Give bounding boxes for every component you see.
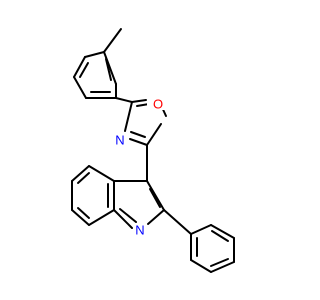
double-bond-inner	[211, 230, 229, 242]
bond	[84, 51, 105, 58]
double-bond-inner	[210, 258, 229, 267]
bond	[210, 224, 235, 239]
bond	[124, 101, 133, 132]
bond	[129, 138, 148, 146]
double-bond-inner	[119, 208, 137, 223]
bond	[103, 51, 117, 85]
bond	[71, 165, 90, 182]
bond	[88, 165, 115, 182]
bond	[147, 209, 165, 225]
bond	[146, 180, 165, 211]
phenyl-ring	[190, 224, 235, 273]
label-mask	[133, 223, 147, 237]
bond	[190, 259, 212, 273]
label-mask	[147, 97, 165, 110]
double-bond-inner	[79, 62, 89, 78]
methyl-bond	[103, 28, 122, 53]
oxadiazole-ring	[124, 99, 167, 146]
atom-label-n-quinoline: N	[133, 223, 147, 238]
bond	[73, 76, 87, 99]
bond	[115, 97, 133, 103]
label-mask	[113, 132, 125, 146]
atom-label-o-oxadiazole: O	[147, 97, 165, 112]
tolyl-ring	[73, 28, 122, 99]
double-bond-inner	[149, 188, 161, 208]
bond	[113, 209, 133, 229]
double-bond-inner	[77, 207, 90, 219]
double-bond-inner	[130, 131, 146, 138]
atom-symbol: O	[153, 97, 163, 112]
molecule-structure-diagram: N O N	[71, 28, 235, 273]
bond	[131, 99, 147, 103]
atom-symbol: N	[115, 133, 124, 148]
quinoline-ring	[71, 165, 165, 229]
bond	[190, 224, 212, 235]
bond	[71, 209, 90, 226]
bond	[73, 56, 86, 78]
bond	[146, 123, 162, 146]
bond	[163, 209, 192, 235]
atom-label-n-oxadiazole: N	[113, 132, 125, 148]
double-bond-inner	[77, 172, 90, 184]
bond	[88, 209, 115, 226]
double-bond-inner	[105, 58, 112, 81]
bond	[210, 261, 235, 273]
atom-symbol: N	[135, 223, 144, 238]
